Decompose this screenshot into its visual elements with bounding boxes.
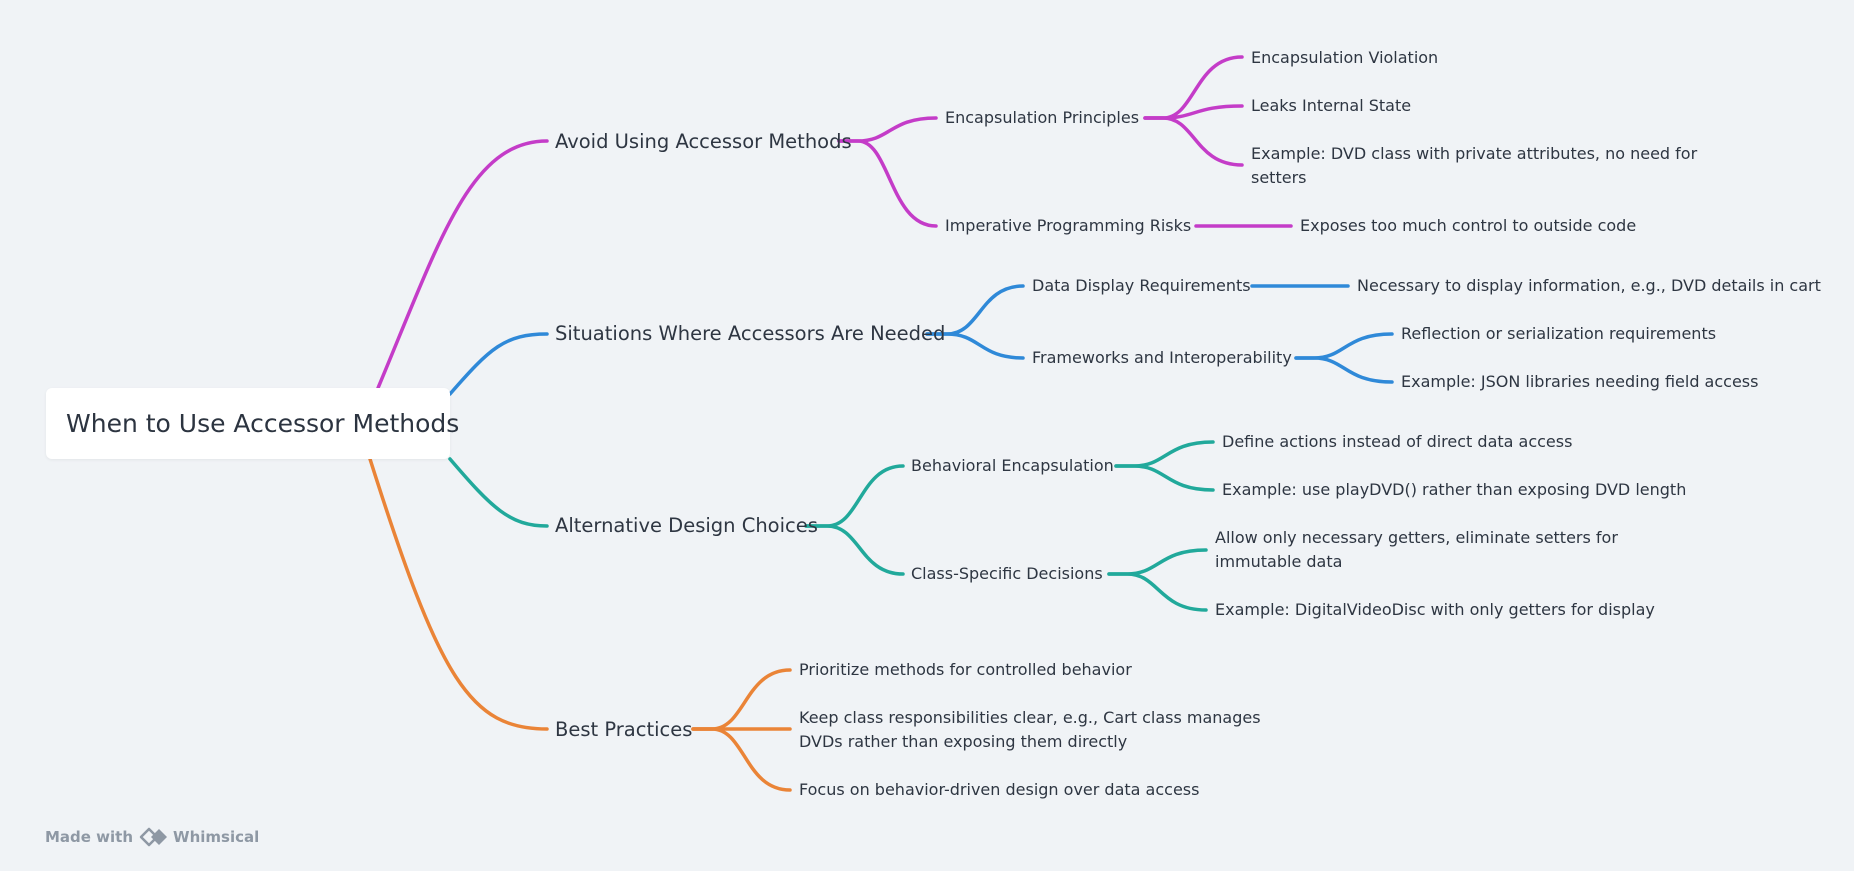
connector-behavioral-2 — [1114, 464, 1215, 492]
leaf-behavior-driven[interactable]: Focus on behavior-driven design over dat… — [799, 780, 1200, 799]
connector-root-avoid — [376, 139, 549, 390]
leaf-exposes-control[interactable]: Exposes too much control to outside code — [1300, 216, 1637, 235]
connector-classspecific-2 — [1107, 572, 1208, 612]
branch-best-label[interactable]: Best Practices — [555, 718, 693, 741]
leaf-prioritize-methods[interactable]: Prioritize methods for controlled behavi… — [799, 660, 1132, 679]
connector-encap-3 — [1143, 116, 1244, 167]
leaf-encapsulation-violation[interactable]: Encapsulation Violation — [1251, 48, 1439, 67]
connector-alternative-behavioral — [804, 464, 905, 528]
made-with-text: Made with — [45, 828, 134, 846]
connector-behavioral-1 — [1114, 440, 1215, 468]
whimsical-brand-text: Whimsical — [173, 828, 260, 846]
connector-frameworks-1 — [1294, 332, 1394, 360]
branch-situations-label[interactable]: Situations Where Accessors Are Needed — [555, 322, 946, 345]
root-node[interactable]: When to Use Accessor Methods — [46, 388, 459, 459]
connector-avoid-encap — [837, 116, 938, 143]
leaf-reflection-serialization[interactable]: Reflection or serialization requirements — [1401, 324, 1717, 343]
connector-avoid-imperative — [837, 139, 938, 228]
connector-alternative-classspecific — [804, 524, 905, 576]
footer-made-with[interactable]: Made with Whimsical — [45, 826, 259, 848]
node-behavioral-encapsulation[interactable]: Behavioral Encapsulation — [911, 456, 1114, 475]
connector-classspecific-1 — [1107, 548, 1208, 576]
leaf-display-information[interactable]: Necessary to display information, e.g., … — [1357, 276, 1821, 295]
connector-root-best — [368, 457, 549, 731]
leaf-digitalvideodisc-example[interactable]: Example: DigitalVideoDisc with only gett… — [1215, 600, 1655, 619]
leaf-necessary-getters[interactable]: Allow only necessary getters, eliminate … — [1215, 528, 1618, 571]
leaf-dvd-class-example[interactable]: Example: DVD class with private attribut… — [1251, 144, 1698, 187]
leaf-playdvd-example[interactable]: Example: use playDVD() rather than expos… — [1222, 480, 1687, 499]
branch-avoid-label[interactable]: Avoid Using Accessor Methods — [555, 130, 852, 153]
whimsical-logo-icon — [139, 827, 168, 847]
connector-best-1 — [691, 668, 792, 731]
connector-encap-1 — [1143, 55, 1244, 120]
connector-root-situations — [448, 332, 549, 396]
connector-best-3 — [691, 727, 792, 792]
node-class-specific[interactable]: Class-Specific Decisions — [911, 564, 1103, 583]
connector-frameworks-2 — [1294, 356, 1394, 384]
leaf-leaks-internal-state[interactable]: Leaks Internal State — [1251, 96, 1412, 115]
node-data-display[interactable]: Data Display Requirements — [1032, 276, 1251, 295]
node-frameworks-interop[interactable]: Frameworks and Interoperability — [1032, 348, 1292, 367]
connector-root-alternative — [448, 457, 549, 528]
leaf-define-actions[interactable]: Define actions instead of direct data ac… — [1222, 432, 1573, 451]
node-encapsulation-principles[interactable]: Encapsulation Principles — [945, 108, 1140, 127]
node-imperative-risks[interactable]: Imperative Programming Risks — [945, 216, 1192, 235]
leaf-clear-responsibilities[interactable]: Keep class responsibilities clear, e.g.,… — [799, 708, 1261, 751]
leaf-json-libraries[interactable]: Example: JSON libraries needing field ac… — [1401, 372, 1759, 391]
branch-alternative-label[interactable]: Alternative Design Choices — [555, 514, 818, 537]
connector-encap-2 — [1143, 104, 1244, 120]
root-title: When to Use Accessor Methods — [66, 409, 460, 438]
connector-situations-frameworks — [925, 332, 1025, 360]
